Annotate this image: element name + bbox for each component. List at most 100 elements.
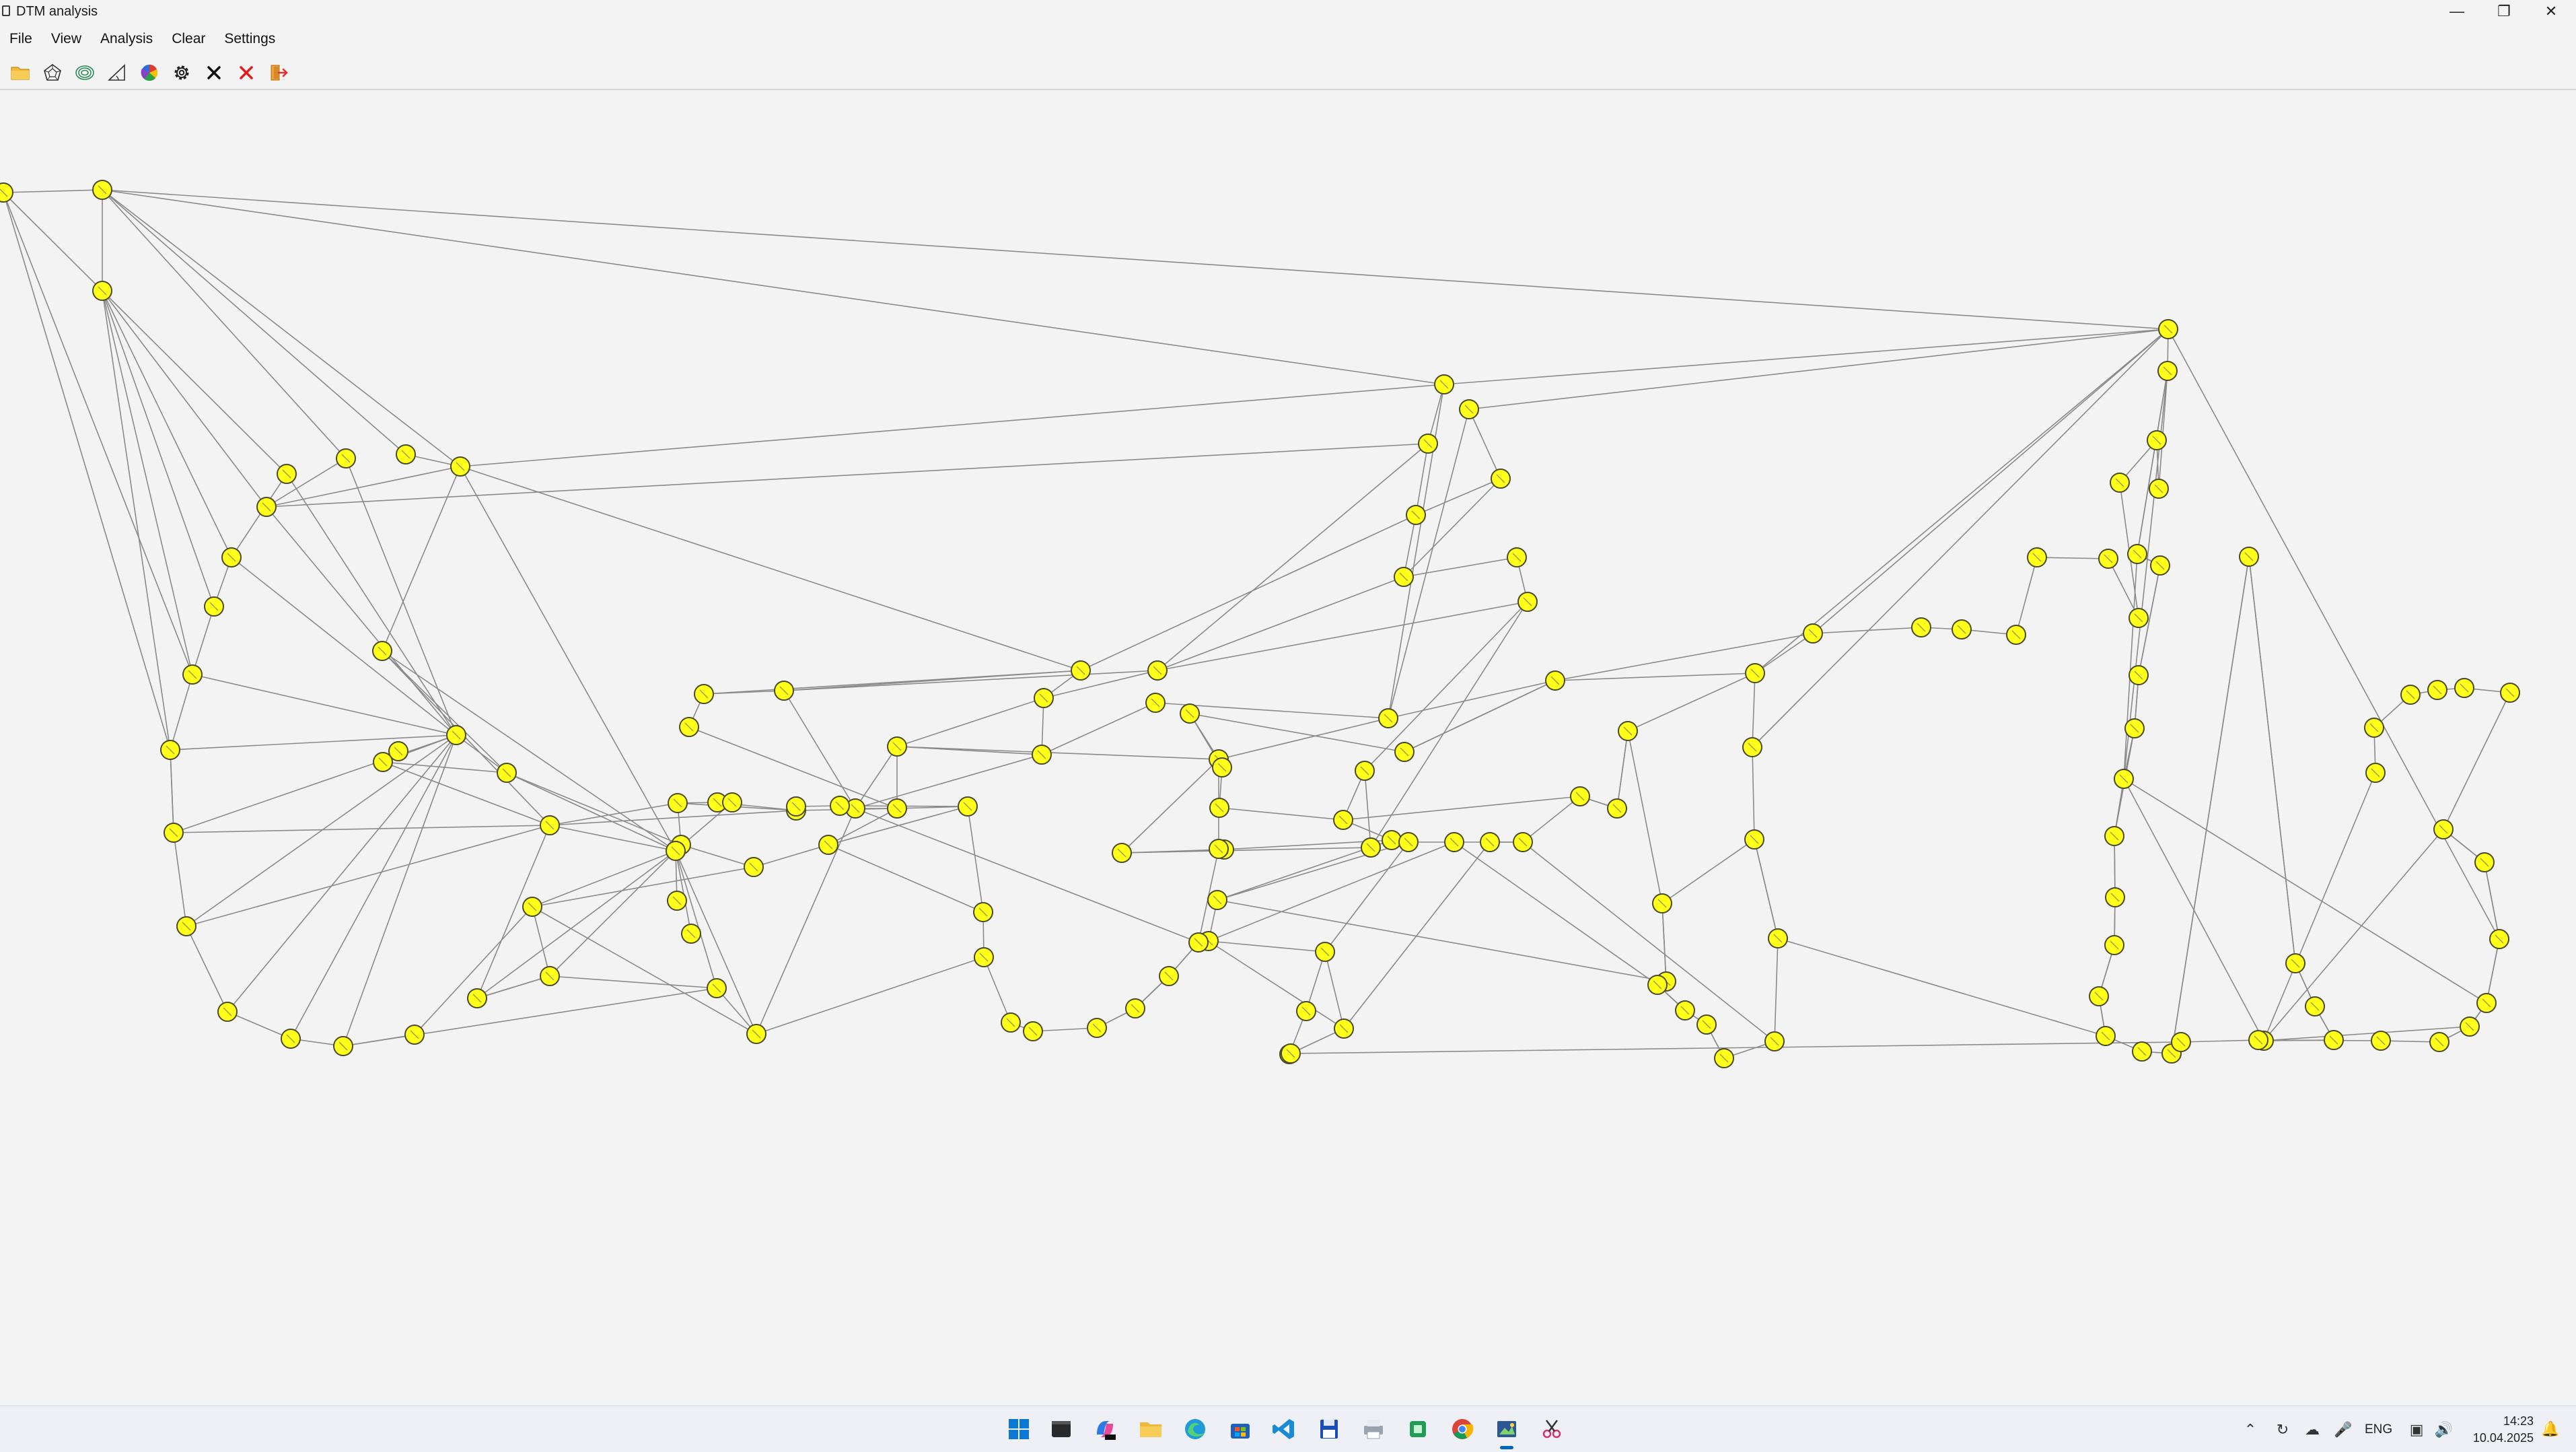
tin-point[interactable] (679, 717, 699, 737)
tin-point[interactable] (2171, 1032, 2191, 1052)
dtm-canvas[interactable] (0, 90, 2576, 1406)
exit-button[interactable] (265, 59, 292, 86)
tin-point[interactable] (2150, 555, 2170, 576)
tin-point[interactable] (2104, 826, 2124, 846)
tin-point[interactable] (2248, 1030, 2268, 1050)
tin-point[interactable] (1334, 1018, 1354, 1039)
tin-point[interactable] (1087, 1018, 1107, 1038)
tin-point[interactable] (1607, 798, 1627, 819)
notification-icon[interactable]: 🔔 (2541, 1420, 2560, 1437)
tin-point[interactable] (404, 1025, 425, 1045)
tin-point[interactable] (2132, 1041, 2152, 1062)
tin-point[interactable] (204, 596, 224, 617)
tin-point[interactable] (2110, 473, 2130, 493)
tin-point[interactable] (2157, 361, 2178, 381)
settings-button[interactable] (168, 59, 195, 86)
tin-point[interactable] (497, 763, 517, 783)
slope-button[interactable] (104, 59, 131, 86)
tin-point[interactable] (388, 741, 408, 761)
taskbar-dtm-analysis[interactable] (1491, 1413, 1523, 1449)
tin-point[interactable] (973, 902, 993, 922)
tin-point[interactable] (1652, 893, 1672, 913)
chevron-up-icon[interactable]: ⌃ (2244, 1420, 2257, 1438)
taskbar-chrome[interactable] (1446, 1413, 1478, 1445)
tin-point[interactable] (1911, 617, 1931, 637)
tin-point[interactable] (281, 1029, 301, 1049)
tin-point[interactable] (887, 736, 907, 757)
tin-point[interactable] (176, 916, 196, 936)
tin-point[interactable] (818, 835, 838, 855)
tin-point[interactable] (182, 664, 203, 685)
tin-point[interactable] (744, 857, 764, 877)
tin-point[interactable] (1125, 998, 1145, 1018)
tin-point[interactable] (694, 684, 714, 704)
tin-point[interactable] (467, 988, 487, 1008)
tin-point[interactable] (2147, 430, 2167, 450)
tin-point[interactable] (974, 947, 994, 967)
tin-point[interactable] (2476, 993, 2497, 1013)
tin-point[interactable] (1803, 623, 1823, 644)
tin-point[interactable] (1355, 761, 1375, 781)
tin-point[interactable] (1545, 670, 1565, 691)
tin-point[interactable] (2089, 986, 2109, 1006)
tin-point[interactable] (1032, 745, 1052, 765)
taskbar-save[interactable] (1313, 1413, 1345, 1445)
tin-point[interactable] (1444, 832, 1464, 852)
tin-point[interactable] (774, 681, 794, 701)
tin-point[interactable] (830, 796, 850, 816)
tin-point[interactable] (2474, 852, 2495, 872)
maximize-button[interactable]: ❐ (2497, 3, 2511, 20)
tin-point[interactable] (1361, 837, 1381, 858)
taskbar-edge[interactable] (1179, 1413, 1211, 1445)
tin-point[interactable] (1188, 932, 1209, 953)
tin-point[interactable] (92, 281, 112, 301)
cloud-icon[interactable]: ☁ (2305, 1420, 2320, 1438)
network-icon[interactable]: ▣ (2409, 1420, 2424, 1438)
tin-point[interactable] (1696, 1014, 1717, 1035)
tin-point[interactable] (2149, 479, 2169, 499)
tin-point[interactable] (1398, 832, 1419, 852)
tin-point[interactable] (1159, 966, 1179, 986)
tin-point[interactable] (1112, 843, 1132, 863)
menu-file[interactable]: File (9, 31, 32, 46)
tin-point[interactable] (1209, 839, 1229, 859)
start-button[interactable] (1003, 1413, 1035, 1445)
tin-point[interactable] (1333, 810, 1353, 830)
taskbar-explorer[interactable] (1135, 1413, 1167, 1445)
tin-point[interactable] (396, 444, 416, 464)
tin-point[interactable] (1507, 547, 1527, 567)
tin-point[interactable] (668, 793, 688, 813)
tin-point[interactable] (446, 725, 466, 745)
taskbar-vscode[interactable] (1268, 1413, 1300, 1445)
tin-point[interactable] (1764, 1031, 1785, 1051)
tin-point[interactable] (1714, 1048, 1734, 1068)
menu-view[interactable]: View (50, 31, 81, 46)
clear-all-button[interactable] (233, 59, 260, 86)
tin-point[interactable] (2500, 683, 2520, 703)
tin-point[interactable] (1207, 890, 1227, 910)
minimize-button[interactable]: — (2449, 3, 2464, 20)
tin-point[interactable] (336, 448, 356, 469)
tin-point[interactable] (2105, 887, 2125, 907)
tin-point[interactable] (1378, 708, 1398, 728)
tin-point[interactable] (2128, 665, 2149, 685)
tin-point[interactable] (1491, 469, 1511, 489)
menu-settings[interactable]: Settings (224, 31, 276, 46)
tin-point[interactable] (1513, 832, 1533, 852)
tin-point[interactable] (722, 792, 742, 813)
clear-results-button[interactable] (201, 59, 227, 86)
tin-point[interactable] (746, 1024, 766, 1044)
tin-point[interactable] (1406, 505, 1426, 525)
tin-point[interactable] (333, 1036, 353, 1056)
tin-point[interactable] (1212, 757, 1232, 777)
menu-analysis[interactable]: Analysis (100, 31, 153, 46)
tin-point[interactable] (1952, 619, 1972, 639)
tin-point[interactable] (372, 641, 392, 661)
tin-point[interactable] (1145, 693, 1166, 713)
tin-point[interactable] (667, 891, 687, 911)
sync-icon[interactable]: ↻ (2276, 1420, 2289, 1438)
tin-point[interactable] (2104, 935, 2124, 955)
tin-point[interactable] (681, 924, 701, 944)
tin-point[interactable] (1459, 399, 1479, 419)
tin-point[interactable] (256, 497, 277, 517)
